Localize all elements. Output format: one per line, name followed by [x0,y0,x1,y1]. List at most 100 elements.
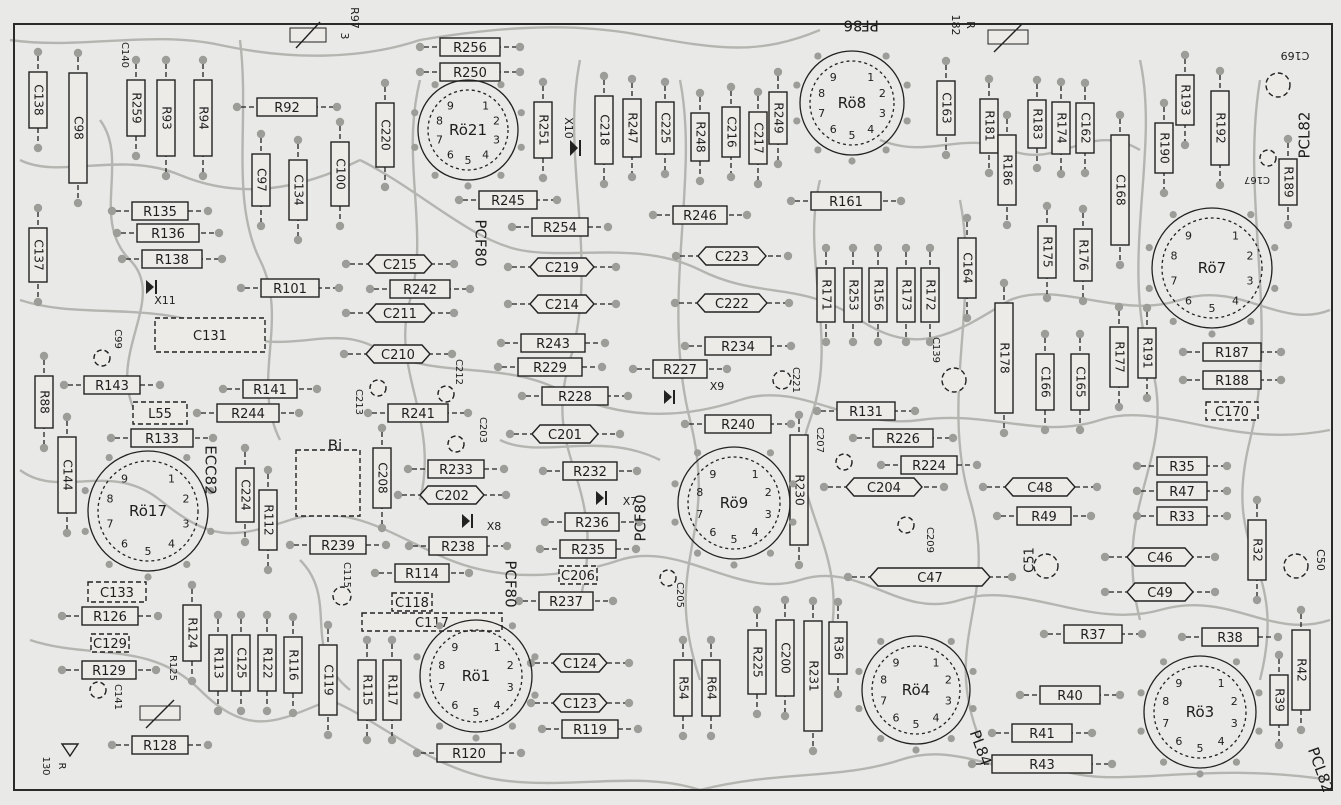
solder-pad [1159,188,1169,198]
solder-pad [999,428,1009,438]
tube-label: Rö21 [449,121,487,139]
pin-number: 7 [880,695,887,708]
label-x7: X7 [623,495,638,508]
label-c212: C212 [453,359,464,385]
part-r64: R64 [701,644,721,732]
pin-number: 7 [1170,274,1177,287]
part-label: C163 [940,92,954,123]
solder-pad [1114,402,1124,412]
part-label: C204 [867,481,901,496]
pin-number: 4 [867,123,874,136]
part-r259: R259 [126,64,146,152]
solder-pad [660,77,670,87]
part-c138: C138 [28,56,48,144]
solder-pad [288,612,298,622]
solder-pad [599,179,609,189]
part-r49: R49 [1001,506,1087,526]
label-x9: X9 [710,380,725,393]
solder-pad [538,77,548,87]
cap-c201: C201 [514,424,616,444]
solder-pad [786,341,796,351]
solder-pad [948,433,958,443]
tube-label: Rö7 [1198,259,1226,277]
solder-pad [288,708,298,718]
pin-number: 6 [447,148,454,161]
solder-pad [552,195,562,205]
pin-number: 6 [893,712,900,725]
part-label: R136 [151,227,185,242]
pin-number: 3 [1247,274,1254,287]
solder-pad [236,283,246,293]
solder-pad [1132,486,1142,496]
solder-pad [413,691,421,699]
part-label: R227 [663,363,697,378]
part-r253: R253 [843,252,863,338]
part-label: R183 [1031,108,1045,139]
pin-number: 7 [436,133,443,146]
solder-pad [105,454,113,462]
solder-pad [1180,140,1190,150]
solder-pad [240,443,250,453]
solder-pad [415,42,425,52]
solder-pad [1042,293,1052,303]
part-c165: C165 [1070,338,1090,426]
part-r172: R172 [920,252,940,338]
label-r97: R97 [348,7,361,29]
part-r239: R239 [294,535,382,555]
pin-number: 7 [106,517,113,530]
solder-pad [262,706,272,716]
part-label: R101 [273,282,307,297]
part-r94: R94 [193,64,213,172]
part-label: C202 [435,489,469,504]
part-r135: R135 [116,201,204,221]
pin-number: 2 [765,486,772,499]
pin-number: 8 [818,87,825,100]
label-182: 182 [949,15,962,36]
solder-pad [540,517,550,527]
part-label: R172 [924,279,938,310]
label-c115: C115 [341,562,352,588]
solder-pad [753,179,763,189]
pin-number: 3 [945,695,952,708]
part-label: R256 [453,41,487,56]
label-pcf80: PCF80 [472,219,490,266]
part-label: R225 [751,646,765,677]
solder-pad [335,117,345,127]
solder-pad [972,460,982,470]
pin-number: 3 [507,681,514,694]
solder-pad [362,635,372,645]
pin-number: 9 [893,656,900,669]
part-r113: R113 [208,619,228,707]
tube-label: Rö17 [129,502,167,520]
pin-number: 8 [436,115,443,128]
box-l55: L55 [132,401,188,425]
solder-pad [623,391,633,401]
pin-number: 4 [752,526,759,539]
part-c218: C218 [594,80,614,180]
solder-pad [773,159,783,169]
part-label: R231 [807,660,821,691]
solder-pad [1042,201,1052,211]
solder-pad [901,243,911,253]
solder-pad [73,198,83,208]
solder-pad [903,117,911,125]
pin-number: 2 [879,87,886,100]
part-label: C118 [395,596,429,611]
solder-pad [497,171,505,179]
part-r115: R115 [357,644,377,736]
solder-pad [678,635,688,645]
part-label: R238 [441,540,475,555]
solder-pad [1107,759,1117,769]
solder-pad [1092,482,1102,492]
part-c163: C163 [936,65,956,151]
part-c216: C216 [721,91,741,173]
solder-pad [1159,98,1169,108]
solder-pad [294,408,304,418]
solder-pad [312,384,322,394]
solder-pad [537,724,547,734]
part-c217: C217 [748,96,768,180]
part-c200: C200 [775,604,795,712]
